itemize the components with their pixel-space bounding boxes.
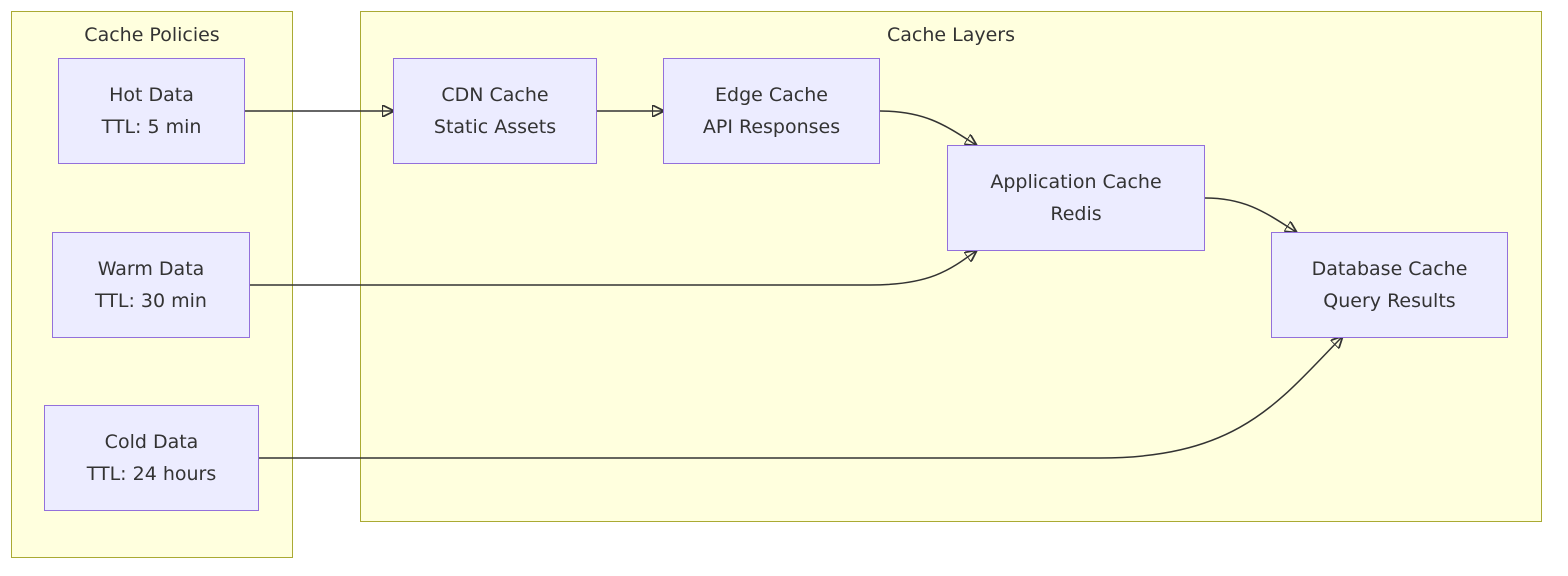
edge-app-to-db	[1204, 197, 1296, 232]
edge-edge-to-app	[879, 110, 976, 145]
node-cdn-cache[interactable]: CDN Cache Static Assets	[393, 58, 597, 164]
node-warm-data[interactable]: Warm Data TTL: 30 min	[52, 232, 250, 338]
node-label-line1: Application Cache	[990, 171, 1162, 193]
node-label-line2: Query Results	[1323, 290, 1456, 312]
node-database-cache[interactable]: Database Cache Query Results	[1271, 232, 1508, 338]
node-label-line1: Database Cache	[1311, 258, 1468, 280]
node-label-line2: Static Assets	[433, 116, 557, 138]
node-label-line2: TTL: 5 min	[101, 116, 202, 138]
cluster-title: Cache Layers	[887, 24, 1015, 46]
edge-warm-to-app	[250, 251, 976, 286]
node-label-line1: Warm Data	[97, 258, 205, 280]
cluster-title: Cache Policies	[84, 24, 220, 46]
node-hot-data[interactable]: Hot Data TTL: 5 min	[58, 58, 245, 164]
node-label-line1: Cold Data	[104, 431, 199, 453]
node-label-line2: TTL: 24 hours	[86, 463, 217, 485]
node-edge-cache[interactable]: Edge Cache API Responses	[663, 58, 880, 164]
node-label-line2: TTL: 30 min	[95, 290, 207, 312]
node-cold-data[interactable]: Cold Data TTL: 24 hours	[44, 405, 259, 511]
edge-cold-to-db	[259, 337, 1342, 459]
node-label-line1: Edge Cache	[715, 84, 828, 106]
node-label-line1: CDN Cache	[441, 84, 549, 106]
node-label-line1: Hot Data	[109, 84, 194, 106]
node-application-cache[interactable]: Application Cache Redis	[947, 145, 1205, 251]
node-label-line2: Redis	[1050, 203, 1102, 225]
node-label-line2: API Responses	[702, 116, 841, 138]
